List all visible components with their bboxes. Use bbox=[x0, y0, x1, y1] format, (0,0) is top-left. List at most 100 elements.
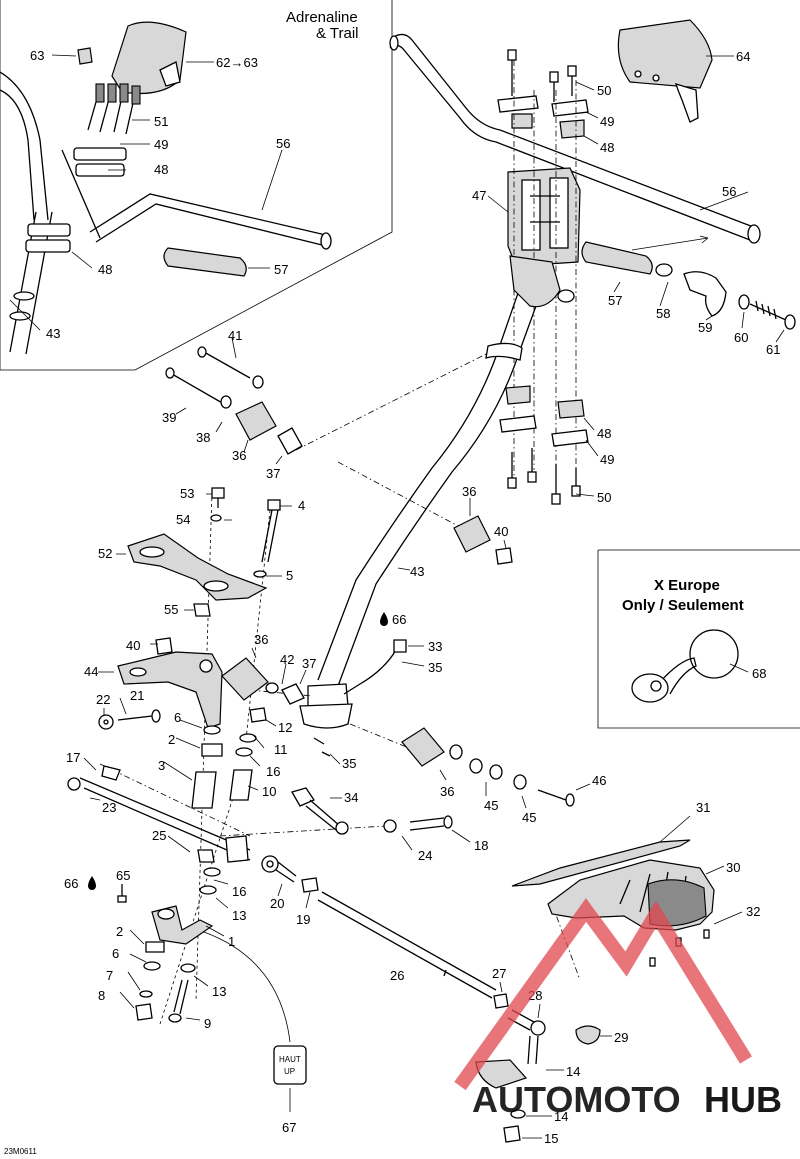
callout-14-lower: 14 bbox=[554, 1109, 568, 1124]
bolt-39 bbox=[165, 367, 225, 405]
watermark-text-b: HUB bbox=[704, 1079, 782, 1120]
bushing-36-upper bbox=[235, 401, 277, 441]
bolt-21 bbox=[117, 709, 161, 723]
callout-65: 65 bbox=[116, 868, 130, 883]
drop-icon-66-left bbox=[88, 876, 96, 890]
nut-12 bbox=[249, 707, 267, 723]
callout-61: 61 bbox=[766, 342, 780, 357]
callout-29: 29 bbox=[614, 1030, 628, 1045]
tie-rod-17-23 bbox=[67, 765, 251, 861]
callout-48-upper: 48 bbox=[600, 140, 614, 155]
callout-66-left: 66 bbox=[64, 876, 78, 891]
callout-48-inset-b: 48 bbox=[98, 262, 112, 277]
callout-24: 24 bbox=[418, 848, 432, 863]
nut-16-lower bbox=[197, 849, 221, 877]
callout-49-upper: 49 bbox=[600, 114, 614, 129]
screw-61 bbox=[749, 300, 796, 330]
bolt-4 bbox=[261, 499, 281, 563]
callout-12: 12 bbox=[278, 720, 292, 735]
callout-10: 10 bbox=[262, 784, 276, 799]
callout-43: 43 bbox=[410, 564, 424, 579]
callout-30: 30 bbox=[726, 860, 740, 875]
callout-53: 53 bbox=[180, 486, 194, 501]
bushing-36-mid bbox=[453, 515, 491, 553]
callout-36-right: 36 bbox=[440, 784, 454, 799]
box-title-line2: Only / Seulement bbox=[622, 597, 744, 614]
tag-label-2: UP bbox=[284, 1067, 295, 1076]
callout-5: 5 bbox=[286, 568, 293, 583]
watermark-text-a: AUTOMOTO bbox=[472, 1079, 681, 1120]
callout-49-inset: 49 bbox=[154, 137, 168, 152]
grip-57 bbox=[581, 241, 653, 275]
callout-62-63: 62→63 bbox=[216, 55, 258, 70]
callout-7: 7 bbox=[106, 968, 113, 983]
callout-11: 11 bbox=[274, 742, 288, 757]
nut-40-left bbox=[155, 637, 173, 655]
handlebar-cover-62 bbox=[111, 21, 187, 95]
cover-64 bbox=[617, 19, 713, 123]
callout-16-lower: 16 bbox=[232, 884, 246, 899]
callout-36-middle: 36 bbox=[254, 632, 268, 647]
clip-63 bbox=[77, 47, 93, 65]
bushing-36-right bbox=[401, 727, 445, 767]
tag-label-1: HAUT bbox=[279, 1055, 301, 1064]
washer-54 bbox=[210, 514, 222, 522]
washer-22 bbox=[98, 714, 114, 730]
callout-32: 32 bbox=[746, 904, 760, 919]
nut-15 bbox=[503, 1125, 521, 1143]
drop-icon-66-top bbox=[380, 612, 388, 626]
callout-52: 52 bbox=[98, 546, 112, 561]
washer-5 bbox=[253, 570, 267, 578]
washer-13-upper bbox=[199, 885, 217, 895]
bolts-50-upper bbox=[507, 49, 577, 102]
callout-1: 1 bbox=[228, 934, 235, 949]
callout-60: 60 bbox=[734, 330, 748, 345]
bracket-1 bbox=[151, 905, 214, 945]
steering-column-inset bbox=[0, 71, 71, 355]
hose-66-33 bbox=[343, 639, 407, 695]
callout-57-inset: 57 bbox=[274, 262, 288, 277]
callout-25: 25 bbox=[152, 828, 166, 843]
washer-6-upper bbox=[203, 725, 221, 735]
callout-55: 55 bbox=[164, 602, 178, 617]
panel-31 bbox=[511, 839, 691, 887]
callout-58: 58 bbox=[656, 306, 670, 321]
callout-15: 15 bbox=[544, 1131, 558, 1146]
callout-22: 22 bbox=[96, 692, 110, 707]
bolt-18 bbox=[409, 815, 453, 831]
spacer-42-37 bbox=[265, 682, 305, 705]
mirror-68 bbox=[631, 629, 739, 703]
bolts-50-lower bbox=[507, 448, 581, 505]
washer-14-lower bbox=[510, 1109, 526, 1119]
callout-35-top: 35 bbox=[428, 660, 442, 675]
nut-40-mid bbox=[495, 547, 513, 565]
callout-2-lower: 2 bbox=[116, 924, 123, 939]
callout-57: 57 bbox=[608, 293, 622, 308]
grip-inset-57 bbox=[163, 247, 247, 277]
bushing-3 bbox=[191, 771, 217, 809]
callout-41: 41 bbox=[228, 328, 242, 343]
washer-38 bbox=[220, 375, 264, 409]
link-25 bbox=[225, 835, 249, 863]
washer-24 bbox=[383, 819, 397, 833]
bracket-52 bbox=[127, 533, 268, 601]
callout-6-lower: 6 bbox=[112, 946, 119, 961]
bolt-41 bbox=[197, 346, 251, 379]
callout-49-lower: 49 bbox=[600, 452, 614, 467]
nut-27 bbox=[493, 993, 509, 1009]
washer-60 bbox=[738, 294, 750, 310]
callout-40-mid: 40 bbox=[494, 524, 508, 539]
callout-46: 46 bbox=[592, 773, 606, 788]
nut-55 bbox=[193, 603, 211, 617]
callout-13-lower: 13 bbox=[212, 984, 226, 999]
callout-39: 39 bbox=[162, 410, 176, 425]
handlebar-assembly: 64 50 49 48 47 56 57 58 59 60 61 48 49 5… bbox=[389, 19, 796, 505]
callout-26: 26 bbox=[390, 968, 404, 983]
steering-column-43 bbox=[299, 255, 575, 729]
bolt-46 bbox=[537, 789, 575, 807]
callout-33: 33 bbox=[428, 639, 442, 654]
clamp-49-48 bbox=[73, 147, 127, 177]
pin-14 bbox=[475, 1035, 539, 1089]
bushing-36-middle bbox=[221, 657, 269, 701]
